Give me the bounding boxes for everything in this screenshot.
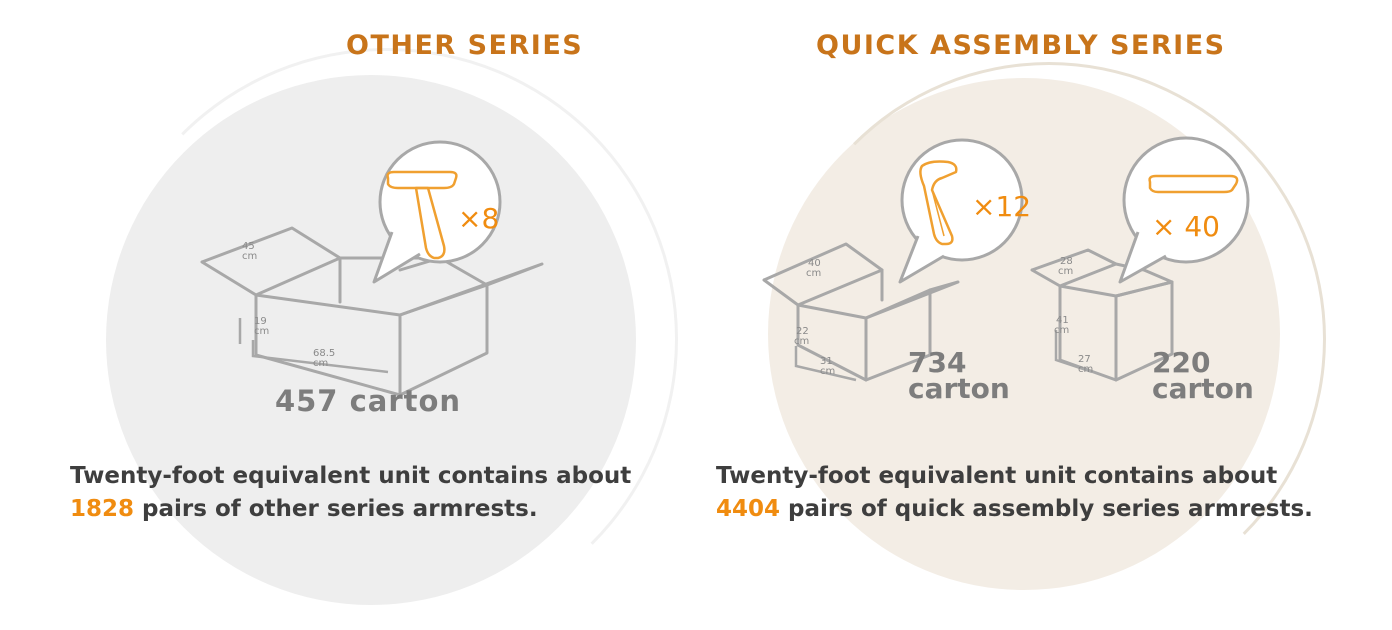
carton-box-icon: [762, 242, 960, 382]
caption-line-2: pairs of other series armrests.: [142, 496, 538, 522]
armrest-post-icon: [919, 160, 958, 246]
caption: Twenty-foot equivalent unit contains abo…: [716, 460, 1313, 526]
carton-count-unit: carton: [908, 372, 1010, 405]
t-armrest-icon: [386, 170, 458, 260]
armrest-pad-icon: [1148, 174, 1239, 194]
carton-count-number: 734: [908, 346, 966, 379]
caption-highlight-number: 4404: [716, 496, 781, 522]
caption-line-1: Twenty-foot equivalent unit contains abo…: [716, 463, 1278, 489]
carton-count: 457 carton: [275, 384, 461, 418]
caption-line-1: Twenty-foot equivalent unit contains abo…: [70, 463, 632, 489]
multiplier-label: ×12: [972, 190, 1031, 223]
carton-count-unit: carton: [1152, 372, 1254, 405]
series-title: OTHER SERIES: [346, 30, 584, 61]
caption-line-2: pairs of quick assembly series armrests.: [788, 496, 1313, 522]
multiplier-label: × 40: [1152, 210, 1220, 243]
decorative-ring: [96, 48, 678, 630]
dimension-value: 45: [242, 241, 255, 252]
speech-bubble: [1118, 136, 1250, 284]
multiplier-label: ×8: [458, 202, 499, 235]
decorative-ring: [772, 62, 1326, 616]
series-title: QUICK ASSEMBLY SERIES: [816, 30, 1226, 61]
carton-box-icon: [1030, 248, 1174, 382]
caption-highlight-number: 1828: [70, 496, 135, 522]
caption: Twenty-foot equivalent unit contains abo…: [70, 460, 631, 526]
carton-count-number: 220: [1152, 346, 1210, 379]
